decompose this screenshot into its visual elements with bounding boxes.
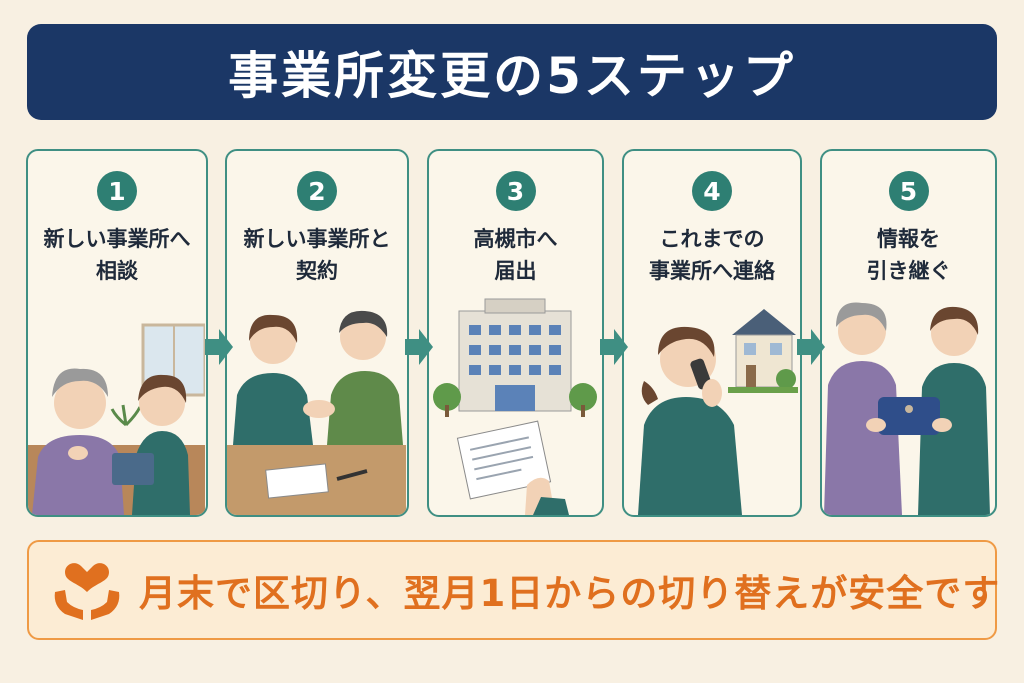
step-card-5: 5 情報を 引き継ぐ	[820, 149, 997, 517]
title-banner: 事業所変更の5ステップ	[27, 24, 997, 120]
city-office-illustration	[433, 298, 597, 515]
step-arrow-icon	[797, 329, 825, 365]
step-label: 高槻市へ 届出	[473, 227, 558, 283]
heart-hands-icon	[54, 563, 120, 620]
note-text: 月末で区切り、翌月1日からの切り替えが安全です	[139, 572, 1001, 615]
safety-note-banner: 月末で区切り、翌月1日からの切り替えが安全です	[27, 540, 1001, 640]
step-label: これまでの 事業所へ連絡	[649, 227, 775, 283]
step-arrow-icon	[405, 329, 433, 365]
step-arrow-icon	[600, 329, 628, 365]
step-number-badge: 3	[495, 171, 536, 211]
step-card-3: 3 高槻市へ 届出	[427, 149, 604, 517]
step-card-4: 4 これまでの 事業所へ連絡	[622, 149, 802, 517]
step-label: 新しい事業所と 契約	[243, 227, 391, 283]
handshake-illustration	[227, 310, 406, 515]
step-arrow-icon	[205, 329, 233, 365]
handover-illustration	[824, 302, 990, 515]
step-number-badge: 4	[692, 171, 732, 211]
phone-call-illustration	[638, 309, 798, 515]
page-title: 事業所変更の5ステップ	[228, 47, 796, 105]
step-card-2: 2 新しい事業所と 契約	[225, 149, 409, 517]
step-label: 情報を 引き継ぐ	[866, 227, 951, 283]
step-number-badge: 2	[297, 171, 337, 211]
step-number-badge: 5	[888, 171, 929, 211]
step-card-1: 1 新しい事業所へ 相談	[26, 149, 208, 517]
step-label: 新しい事業所へ 相談	[43, 227, 191, 283]
step-number-badge: 1	[97, 171, 137, 211]
consultation-illustration	[28, 323, 205, 515]
